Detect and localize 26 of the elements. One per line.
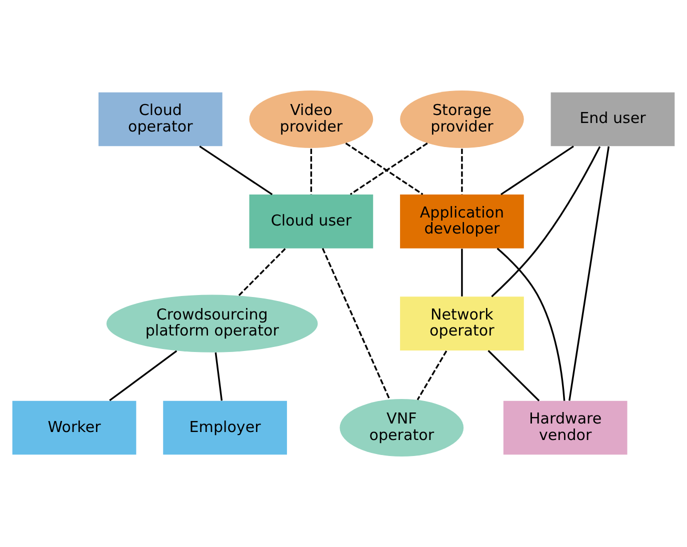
connector: [322, 248, 390, 400]
connector: [500, 146, 574, 196]
node-box: Worker: [12, 400, 136, 455]
connector: [238, 248, 286, 296]
connector: [109, 350, 178, 402]
connector: [491, 146, 601, 298]
connector: [310, 148, 312, 194]
node-ellipse: Storage provider: [400, 90, 524, 148]
connector: [461, 148, 463, 194]
connector: [568, 146, 610, 401]
connector: [496, 248, 566, 401]
connector: [488, 350, 540, 402]
node-box: Cloud user: [249, 194, 374, 248]
node-box: End user: [550, 92, 675, 146]
connector: [416, 350, 448, 400]
connector: [461, 248, 463, 296]
node-ellipse: Crowdsourcing platform operator: [106, 294, 318, 352]
node-box: Hardware vendor: [503, 400, 628, 455]
node-box: Application developer: [400, 194, 524, 248]
node-ellipse: VNF operator: [340, 398, 464, 457]
node-box: Cloud operator: [98, 92, 222, 146]
node-ellipse: Video provider: [249, 90, 374, 148]
connector: [214, 352, 223, 401]
connector: [199, 146, 273, 196]
node-box: Network operator: [400, 296, 524, 350]
node-box: Employer: [163, 400, 287, 455]
